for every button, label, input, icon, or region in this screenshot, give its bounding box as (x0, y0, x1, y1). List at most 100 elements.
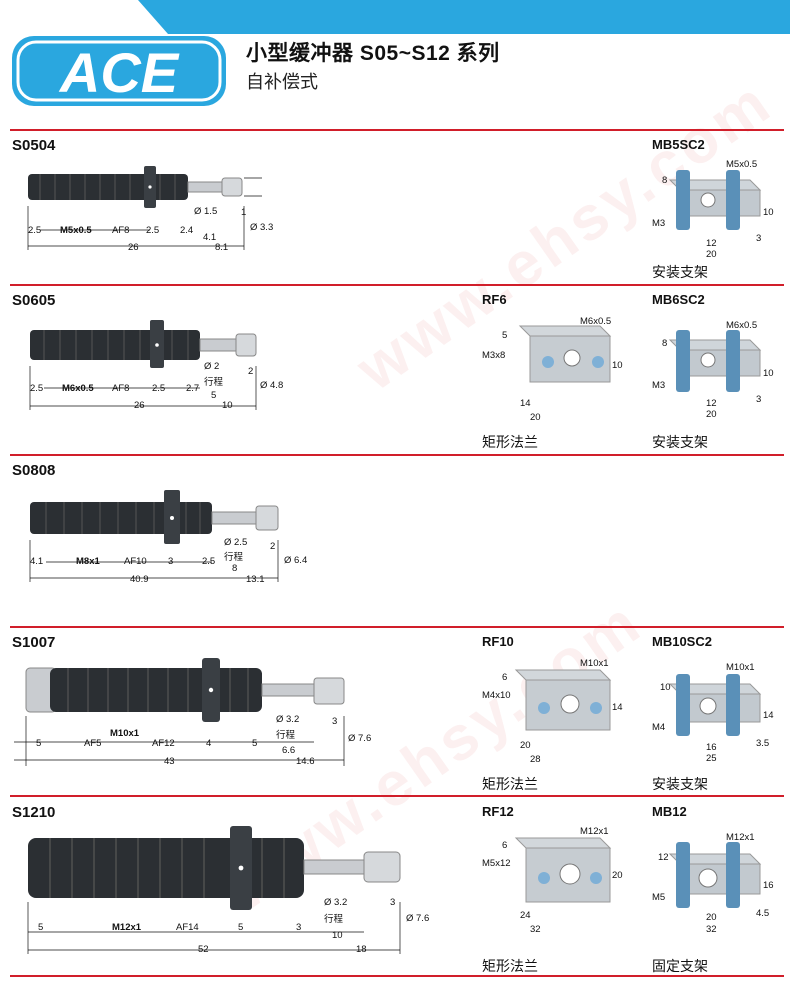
mounting-bracket-diagram (668, 674, 762, 736)
mount-label: 10 (763, 368, 774, 379)
dim-rod-extension: 4.1 (203, 232, 217, 243)
flange-label: 28 (530, 754, 541, 765)
dim-button-diameter: Ø 7.6 (406, 913, 430, 924)
mount-label: 25 (706, 753, 717, 764)
mount-label: M4 (652, 722, 666, 733)
mount-label: M6x0.5 (726, 320, 758, 331)
mount-label: 12 (706, 398, 717, 409)
dim-button-diameter: Ø 3.3 (250, 222, 274, 233)
mounting-bracket-diagram (668, 842, 762, 908)
dim-left-offset: 2.5 (30, 383, 44, 394)
dim-body-length: 52 (198, 944, 209, 955)
dim-left-offset: 2.5 (28, 225, 42, 236)
mount-name: MB5SC2 (652, 137, 705, 152)
flange-caption: 矩形法兰 (482, 958, 538, 974)
model-label-s0808: S0808 (12, 462, 56, 479)
dim-body-length: 26 (128, 242, 139, 253)
thread-label: M12x1 (112, 922, 142, 933)
flange-label: 10 (612, 360, 623, 371)
dim-stroke-total: 8.1 (215, 242, 229, 253)
flange-label: M10x1 (580, 658, 609, 669)
flange-label: M3x8 (482, 350, 506, 361)
dim-nut: 4 (206, 738, 212, 749)
dim-left-offset: 4.1 (30, 556, 44, 567)
thread-label: M5x0.5 (60, 225, 92, 236)
page-title: 小型缓冲器 S05~S12 系列 (246, 42, 500, 65)
dim-gap: 2.7 (186, 383, 200, 394)
dim-rod-diameter: Ø 2 (204, 361, 220, 372)
flange-name: RF6 (482, 292, 507, 307)
model-label-s1007: S1007 (12, 634, 56, 651)
dim-gap: 2.5 (202, 556, 216, 567)
flange-label: 6 (502, 672, 508, 683)
dim-button-length: 1 (241, 207, 247, 218)
mount-label: M3 (652, 380, 666, 391)
dim-button-length: 3 (390, 897, 396, 908)
shock-absorber-diagram (27, 166, 262, 250)
af-label: AF10 (124, 556, 147, 567)
dim-stroke-total: 18 (356, 944, 367, 955)
flange-label: 6 (502, 840, 508, 851)
flange-label: 20 (530, 412, 541, 423)
mount-label: M5 (652, 892, 666, 903)
dim-nut: 5 (238, 922, 244, 933)
mount-label: 16 (763, 880, 774, 891)
flange-label: 20 (520, 740, 531, 751)
shock-absorber-diagram (14, 658, 345, 766)
shock-absorber-diagram (29, 320, 257, 410)
thread-label: M10x1 (110, 728, 140, 739)
dim-rod-diameter: Ø 3.2 (324, 897, 348, 908)
flange-label: 20 (612, 870, 623, 881)
ace-logo: ACE (12, 36, 226, 106)
mount-caption: 安装支架 (652, 776, 708, 792)
mount-label: 3.5 (756, 738, 770, 749)
dim-rod-extension: 5 (211, 390, 217, 401)
mount-label: 8 (662, 175, 668, 186)
mount-name: MB12 (652, 804, 687, 819)
dim-rod-extension: 8 (232, 563, 238, 574)
mount-label: M10x1 (726, 662, 755, 673)
section-divider (10, 129, 784, 131)
dim-button-length: 2 (270, 541, 276, 552)
stroke-label: 行程 (276, 730, 296, 741)
dim-stroke-total: 13.1 (246, 574, 265, 585)
dim-nut: 2.5 (152, 383, 166, 394)
flange-label: 24 (520, 910, 531, 921)
dim-gap: 3 (296, 922, 302, 933)
mount-label: 20 (706, 409, 717, 420)
mount-label: 3 (756, 394, 762, 405)
mount-label: 12 (706, 238, 717, 249)
flange-label: M5x12 (482, 858, 511, 869)
mount-caption: 固定支架 (652, 958, 708, 974)
shock-absorber-diagram (27, 826, 401, 954)
dim-button-diameter: Ø 4.8 (260, 380, 284, 391)
mount-label: M5x0.5 (726, 159, 758, 170)
flange-label: 14 (520, 398, 531, 409)
dim-nut: 2.5 (146, 225, 160, 236)
flange-label: M6x0.5 (580, 316, 612, 327)
mount-label: 20 (706, 249, 717, 260)
flange-label: 14 (612, 702, 623, 713)
mount-label: 12 (658, 852, 669, 863)
model-label-s1210: S1210 (12, 804, 56, 821)
svg-text:ACE: ACE (58, 41, 180, 104)
flange-label: 32 (530, 924, 541, 935)
mount-label: 4.5 (756, 908, 770, 919)
mount-label: 14 (763, 710, 774, 721)
mount-caption: 安装支架 (652, 264, 708, 280)
flange-name: RF12 (482, 804, 514, 819)
mounting-bracket-diagram (668, 330, 762, 392)
dim-body-length: 26 (134, 400, 145, 411)
dim-button-diameter: Ø 6.4 (284, 555, 308, 566)
dim-body-length: 43 (164, 756, 175, 767)
af-hex-label: AF5 (84, 738, 102, 749)
model-label-s0504: S0504 (12, 137, 56, 154)
page-subtitle: 自补偿式 (246, 72, 318, 92)
flange-label: 5 (502, 330, 508, 341)
mount-label: 3 (756, 233, 762, 244)
af-label: AF8 (112, 383, 130, 394)
dim-rod-diameter: Ø 3.2 (276, 714, 300, 725)
mount-label: 16 (706, 742, 717, 753)
dim-stroke-total: 10 (222, 400, 233, 411)
flange-name: RF10 (482, 634, 514, 649)
